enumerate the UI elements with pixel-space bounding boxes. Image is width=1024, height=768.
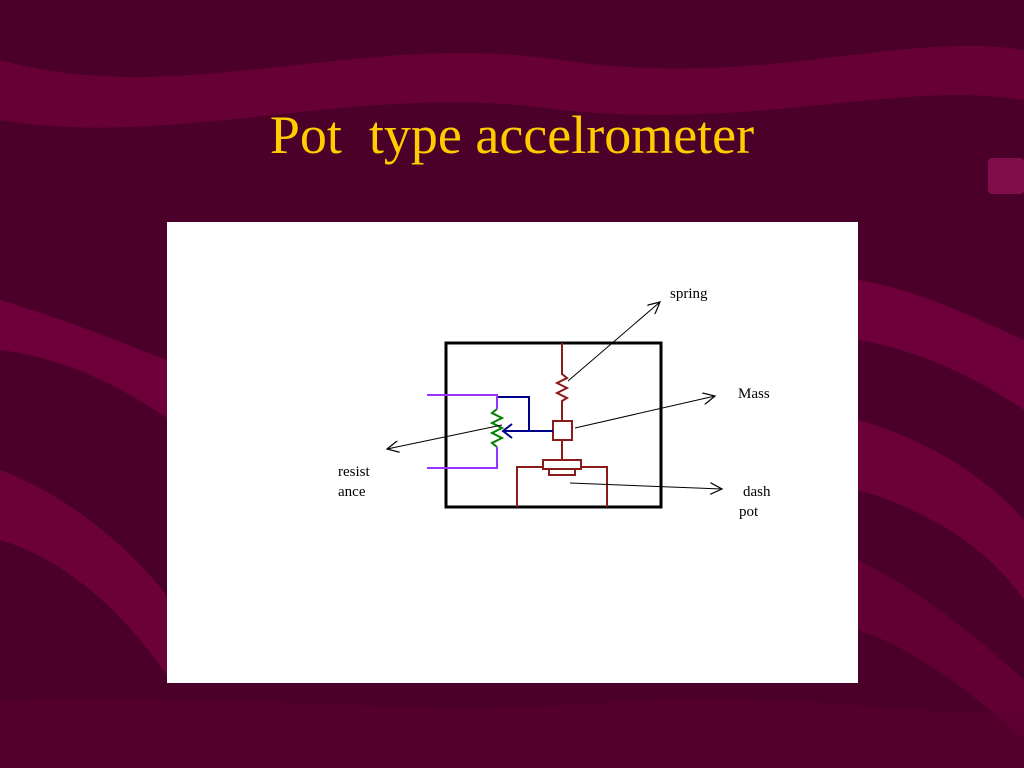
accelerometer-diagram: spring Mass resist ance dash pot bbox=[167, 222, 858, 683]
background-wave-right-3 bbox=[858, 560, 1024, 740]
wiper-link bbox=[497, 396, 553, 439]
spring-label: spring bbox=[670, 286, 708, 302]
background-wave-left bbox=[0, 470, 170, 680]
dashpot-label-line2: pot bbox=[739, 504, 759, 520]
housing-frame bbox=[444, 341, 663, 509]
resistance-label-line2: ance bbox=[338, 484, 366, 500]
background-wave-bottom bbox=[0, 697, 1024, 768]
dashpot-arrow bbox=[569, 482, 722, 489]
output-terminals bbox=[427, 394, 498, 469]
spring-arrow bbox=[567, 302, 660, 382]
dashpot-label-line1: dash bbox=[743, 484, 771, 500]
resistance-label-line1: resist bbox=[338, 464, 370, 480]
slide-title: Pot type accelrometer bbox=[269, 105, 755, 165]
background-tab-accent bbox=[988, 158, 1024, 194]
resistor-element bbox=[489, 408, 505, 448]
mass-block bbox=[552, 420, 573, 441]
spring-element bbox=[554, 343, 570, 421]
mass-arrow bbox=[574, 396, 715, 429]
background-wave-upper bbox=[0, 300, 170, 420]
background-wave-right-1 bbox=[858, 280, 1024, 410]
background-wave-right-2 bbox=[858, 420, 1024, 600]
mass-label: Mass bbox=[738, 386, 770, 402]
dashpot-element bbox=[516, 440, 608, 507]
background-wave-top bbox=[0, 45, 1024, 128]
resistance-arrow bbox=[387, 424, 503, 449]
